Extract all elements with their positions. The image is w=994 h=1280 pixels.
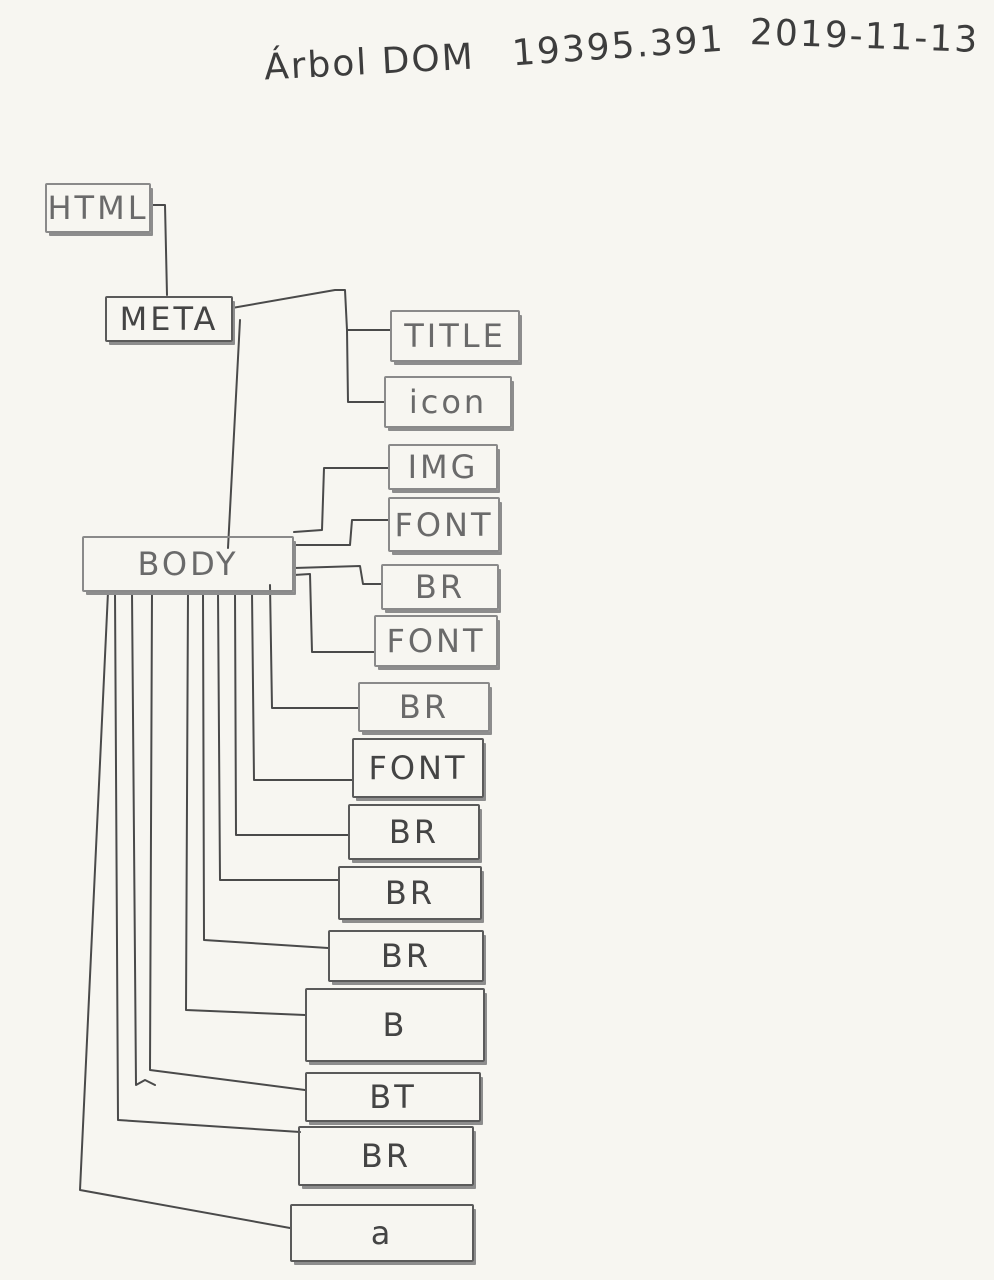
edge-body-br6b xyxy=(114,591,301,1133)
edge-body-br2 xyxy=(269,584,359,709)
edge-meta-title xyxy=(231,289,391,331)
node-meta: META xyxy=(105,296,233,342)
node-title: TITLE xyxy=(390,310,520,362)
node-br-6: BR xyxy=(298,1126,474,1186)
node-bt: BT xyxy=(305,1072,481,1122)
node-img: IMG xyxy=(388,444,498,490)
edge-body-bt xyxy=(149,591,306,1091)
node-b: B xyxy=(305,988,485,1062)
node-a: a xyxy=(290,1204,474,1262)
edge-body-b xyxy=(185,591,306,1016)
edge-body-font1 xyxy=(293,519,389,546)
edge-body-img xyxy=(293,467,389,533)
edge-body-font2 xyxy=(293,573,376,653)
node-html: HTML xyxy=(45,183,151,233)
edge-body-font3 xyxy=(251,591,353,781)
node-br-4: BR xyxy=(338,866,482,920)
node-br-1: BR xyxy=(381,564,499,610)
edge-body-br1 xyxy=(293,565,382,585)
node-br-5: BR xyxy=(328,930,484,982)
edge-meta-icon xyxy=(346,329,386,403)
edge-body-br5 xyxy=(202,591,329,949)
edge-body-br4 xyxy=(217,591,339,881)
node-font-1: FONT xyxy=(388,497,500,552)
node-body: BODY xyxy=(82,536,294,592)
edge-html-meta xyxy=(149,204,168,296)
edge-body-br6 xyxy=(131,591,156,1086)
edge-meta-body xyxy=(227,319,241,549)
node-icon: icon xyxy=(384,376,512,428)
node-br-2: BR xyxy=(358,682,490,732)
edge-body-br3 xyxy=(234,591,349,836)
edge-body-a xyxy=(79,591,291,1229)
node-font-2: FONT xyxy=(374,615,498,667)
node-font-3: FONT xyxy=(352,738,484,798)
node-br-3: BR xyxy=(348,804,480,860)
